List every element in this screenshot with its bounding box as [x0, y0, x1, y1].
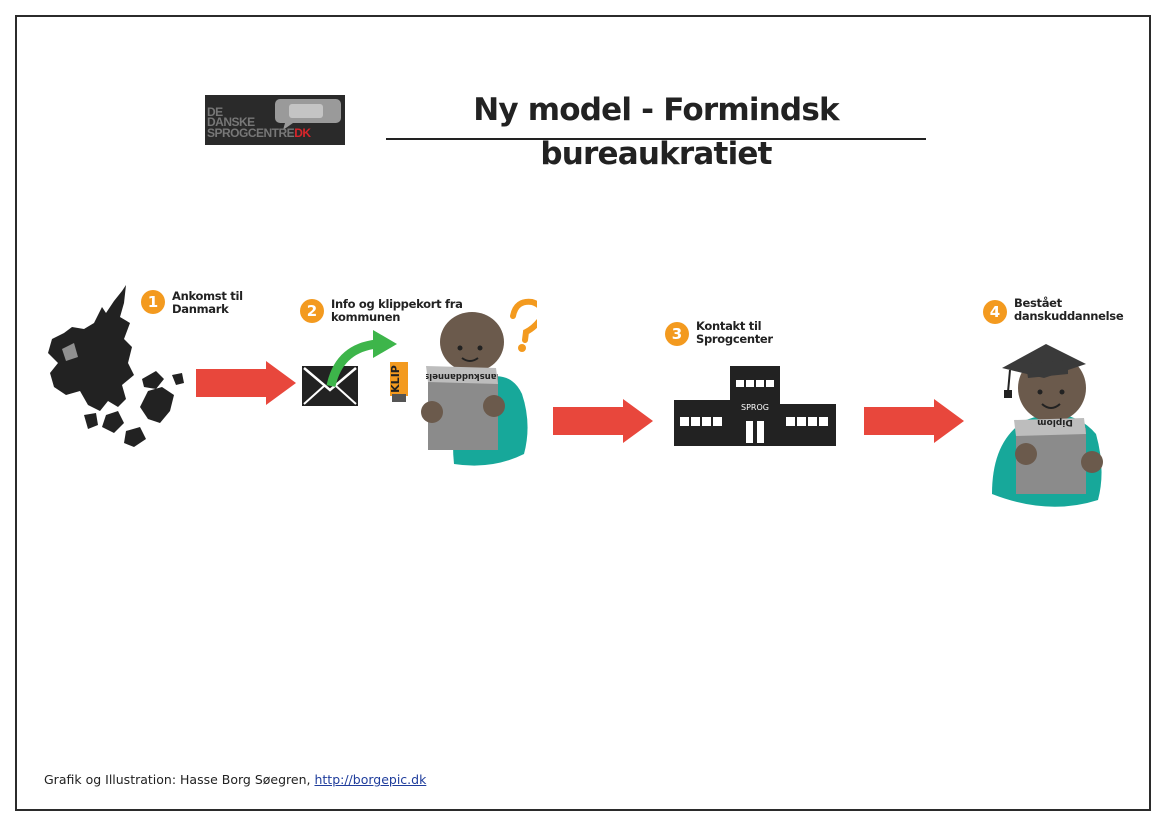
arrow-right-icon — [553, 399, 653, 443]
green-curved-arrow-icon — [326, 330, 397, 388]
page-frame — [15, 15, 1151, 811]
arrow-right-icon — [196, 361, 296, 405]
envelope-icon — [302, 366, 358, 406]
step-2-label: Info og klippekort fra kommunen — [331, 297, 463, 324]
step-3-label: Kontakt til Sprogcenter — [696, 319, 773, 346]
speech-bubble-icon — [275, 99, 341, 130]
step-3-badge: 3 — [665, 322, 689, 346]
book-2-text: Diplom — [1037, 417, 1073, 427]
arrow-right-icon — [864, 399, 964, 443]
page-title: Ny model - Formindsk bureaukratiet — [386, 88, 926, 172]
credit-text: Grafik og Illustration: Hasse Borg Søegr… — [44, 772, 311, 787]
klip-text: KLIP — [389, 365, 402, 393]
credit-link[interactable]: http://borgepic.dk — [314, 772, 427, 787]
person-question-icon — [421, 298, 537, 466]
building-sign: SPROG — [741, 403, 769, 412]
book-1-text: Danskuddannelse — [426, 371, 496, 381]
graduate-person-icon — [992, 344, 1103, 507]
logo-dk: DK — [294, 126, 311, 140]
denmark-map-icon — [48, 285, 184, 447]
step-2-badge: 2 — [300, 299, 324, 323]
sprogcentre-logo: DE DANSKE SPROGCENTREDK — [205, 95, 345, 145]
book-title-1: Danskuddannelse — [426, 371, 496, 381]
clip-card-icon: KLIP — [389, 362, 408, 402]
logo-line-1: DE — [207, 105, 223, 119]
logo-line-3: SPROGCENTRE — [207, 126, 295, 140]
language-center-building-icon: SPROG — [674, 366, 836, 446]
book-title-2: Diplom — [1037, 417, 1073, 427]
credit-line: Grafik og Illustration: Hasse Borg Søegr… — [44, 772, 426, 787]
step-1-badge: 1 — [141, 290, 165, 314]
step-4-label: Bestået danskuddannelse — [1014, 296, 1124, 323]
logo-line-2: DANSKE — [207, 115, 255, 129]
step-1-label: Ankomst til Danmark — [172, 289, 243, 316]
step-4-badge: 4 — [983, 300, 1007, 324]
